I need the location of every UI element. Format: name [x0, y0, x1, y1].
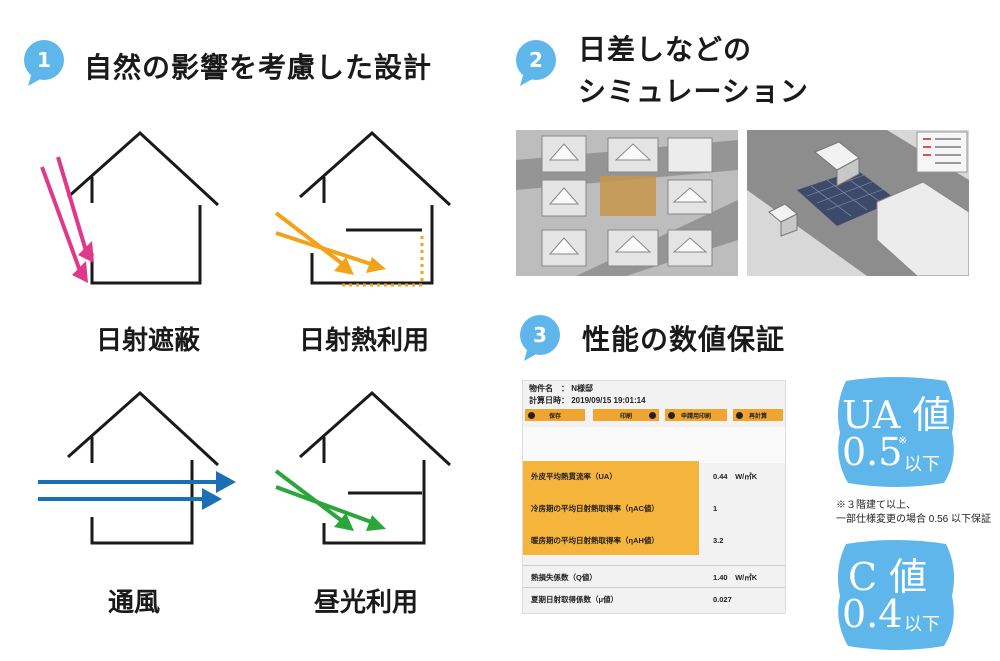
- row-label-ua: 外皮平均熱貫流率（UA）: [523, 461, 699, 491]
- calc-datetime-label: 計算日時：: [529, 396, 569, 405]
- application-print-button[interactable]: 申請用印刷: [665, 409, 727, 421]
- c-badge-kanji: 値: [889, 555, 928, 599]
- ua-badge-note-mark: ※: [898, 434, 908, 447]
- save-button[interactable]: 保存: [525, 409, 585, 421]
- print-button[interactable]: 印刷: [593, 409, 659, 421]
- property-name-row: 物件名 ： N様邸: [529, 383, 593, 394]
- c-badge-name: C: [848, 555, 878, 599]
- calc-datetime-value: 2019/09/15 19:01:14: [571, 396, 646, 405]
- table-row-eta-ah: 暖房期の平均日射熱取得率（ηAH値） 3.2: [523, 525, 785, 555]
- row-label-eta-ac: 冷房期の平均日射熱取得率（ηAC値）: [523, 491, 699, 525]
- section-3-title: 性能の数値保証: [582, 323, 786, 356]
- panel-toolbar: 保存 印刷 申請用印刷 再計算: [525, 409, 783, 421]
- ua-badge-kanji: 値: [912, 393, 951, 437]
- row-value-eta-ah: 3.2: [713, 535, 724, 545]
- feature-label-solar-shading: 日射遮蔽: [95, 326, 200, 356]
- ua-guarantee-note-line1: ※３階建て以上、: [836, 500, 916, 511]
- panel-blank-area: [523, 427, 785, 463]
- c-badge-title: C 値: [848, 546, 927, 601]
- property-name-value: N様邸: [571, 384, 594, 393]
- c-badge-value: 0.4: [842, 592, 903, 636]
- sun-simulation-3d-view-image: [747, 130, 969, 276]
- printer-icon: [668, 411, 675, 419]
- row-label-mu: 夏期日射取得係数（μ値）: [531, 594, 619, 604]
- ua-badge-name: UA: [842, 393, 901, 437]
- ua-badge-value: 0.5: [842, 430, 903, 474]
- house-daylight-illustration: [274, 390, 452, 545]
- section-1-number-badge: 1: [24, 40, 70, 86]
- table-row-q: 熱損失係数（Q値） 1.40 W/㎡K: [523, 565, 785, 588]
- section-2-number-badge: 2: [516, 40, 562, 86]
- property-name-label: 物件名 ：: [529, 384, 569, 393]
- ua-guarantee-note-line2: 一部仕様変更の場合 0.56 以下保証: [836, 514, 992, 525]
- row-value-ua: 0.44 W/㎡K: [713, 471, 758, 481]
- section-2-title-line2: シミュレーション: [578, 75, 809, 108]
- calc-datetime-row: 計算日時： 2019/09/15 19:01:14: [529, 395, 646, 406]
- feature-label-solar-heat-use: 日射熱利用: [298, 326, 429, 356]
- row-value-eta-ac: 1: [713, 503, 718, 513]
- row-label-eta-ah: 暖房期の平均日射熱取得率（ηAH値）: [523, 525, 699, 555]
- table-row-mu: 夏期日射取得係数（μ値） 0.027: [523, 587, 785, 610]
- ua-badge-suffix: 以下: [904, 454, 940, 475]
- feature-label-ventilation: 通風: [107, 588, 160, 618]
- ua-value-badge-shape: [838, 377, 954, 487]
- section-1-title: 自然の影響を考慮した設計: [84, 51, 433, 84]
- recalculate-button[interactable]: 再計算: [733, 409, 783, 421]
- refresh-icon: [736, 411, 743, 419]
- row-value-mu: 0.027: [713, 594, 732, 604]
- table-row-eta-ac: 冷房期の平均日射熱取得率（ηAC値） 1: [523, 491, 785, 525]
- ua-badge-title: UA 値: [842, 384, 950, 439]
- section-2-title-line1: 日差しなどの: [578, 33, 753, 66]
- house-solar-heat-illustration: [274, 130, 452, 287]
- sun-simulation-top-view-image: [516, 130, 738, 276]
- house-ventilation-illustration: [38, 390, 236, 545]
- feature-label-daylight-use: 昼光利用: [313, 588, 418, 618]
- chevron-down-icon: [649, 411, 656, 419]
- row-label-q: 熱損失係数（Q値）: [531, 572, 597, 582]
- row-value-q: 1.40 W/㎡K: [713, 572, 758, 582]
- house-solar-shading-illustration: [40, 130, 220, 285]
- c-badge-suffix: 以下: [904, 614, 940, 635]
- table-row-ua: 外皮平均熱貫流率（UA） 0.44 W/㎡K: [523, 461, 785, 491]
- performance-calculation-panel: 物件名 ： N様邸 計算日時： 2019/09/15 19:01:14 保存 印…: [522, 380, 786, 614]
- save-icon: [528, 411, 535, 419]
- section-3-number-badge: 3: [520, 315, 566, 361]
- c-value-badge-shape: [838, 540, 954, 650]
